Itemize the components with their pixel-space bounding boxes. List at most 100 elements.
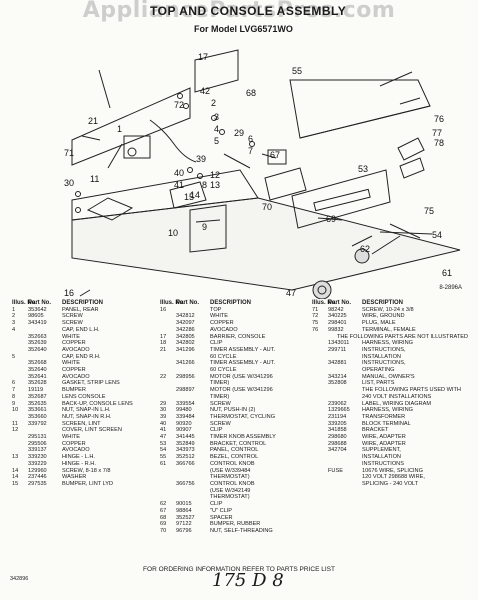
illus-number xyxy=(312,427,328,434)
illus-number xyxy=(12,447,28,454)
illus-number: 18 xyxy=(160,340,167,347)
part-description: CAP, END R.H. xyxy=(62,353,101,360)
callout-72: 72 xyxy=(174,100,184,110)
illus-number xyxy=(312,334,320,341)
illus-number: 68 xyxy=(160,514,167,521)
diagram-code: 8-2896A xyxy=(439,285,462,291)
part-description: BUMPER xyxy=(62,387,86,394)
illus-number xyxy=(160,394,176,401)
part-description: GASKET, STRIP LENS xyxy=(62,380,120,387)
part-number: 19119 xyxy=(28,387,44,394)
part-number: 339792 xyxy=(28,420,47,427)
part-number: 352640 xyxy=(28,346,47,353)
callout-67: 67 xyxy=(270,150,280,160)
illus-number xyxy=(312,401,328,408)
part-description: (USE W/339484 xyxy=(210,467,251,474)
part-number: 352849 xyxy=(176,440,195,447)
part-number: 342802 xyxy=(176,340,195,347)
part-description: TIMER ASSEMBLY - AUT. xyxy=(210,346,276,353)
illus-number xyxy=(312,407,328,414)
callout-30: 30 xyxy=(64,178,74,188)
part-description: COPPER xyxy=(62,340,86,347)
part-description: HINGE - L.H. xyxy=(62,454,95,461)
part-number xyxy=(328,454,362,461)
part-number: 342881 xyxy=(328,360,347,367)
part-number xyxy=(176,468,210,475)
control-bezel xyxy=(289,79,431,139)
illus-number: 76 xyxy=(312,326,319,333)
part-number: 298680 xyxy=(328,434,347,441)
illus-number xyxy=(160,488,176,495)
model-number: For Model LVG6571WO xyxy=(194,24,293,34)
part-number: 299711 xyxy=(328,346,347,353)
illus-number: 2 xyxy=(12,313,16,320)
callout-75: 75 xyxy=(424,206,434,216)
timer-knob xyxy=(312,280,332,299)
part-description: THE FOLLOWING PARTS ARE NOT ILLUSTRATED xyxy=(336,333,468,340)
part-description: LENS CONSOLE xyxy=(62,393,106,400)
callout-29: 29 xyxy=(234,128,244,138)
part-description: PLUG, MALE xyxy=(362,320,396,327)
parts-row: 240 VOLT INSTALLATIONS xyxy=(312,394,468,401)
callout-40: 40 xyxy=(174,168,184,178)
illus-number xyxy=(312,447,328,454)
illus-number xyxy=(12,414,28,421)
illus-number xyxy=(160,468,176,475)
part-number: 99832 xyxy=(328,326,344,333)
callout-71: 71 xyxy=(64,148,74,158)
callout-70: 70 xyxy=(262,202,272,212)
part-number: 343419 xyxy=(28,320,47,327)
part-number: 237446 xyxy=(28,474,47,481)
page-number: 2 xyxy=(236,576,240,582)
illus-number: 54 xyxy=(160,447,167,454)
part-number: 342286 xyxy=(176,326,195,333)
part-description: WHITE xyxy=(210,313,229,320)
part-number xyxy=(176,354,210,361)
part-number: 353660 xyxy=(28,413,47,420)
parts-row: THERMOSTAT) xyxy=(160,494,300,501)
illus-number xyxy=(312,414,328,421)
illus-number xyxy=(12,434,28,441)
part-number: 339484 xyxy=(176,413,195,420)
illus-number: 3 xyxy=(12,320,16,327)
part-description: COPPER xyxy=(210,320,234,327)
illus-number: 75 xyxy=(312,320,319,327)
part-description: WIRE, ADAPTER xyxy=(362,434,406,441)
callout-41: 41 xyxy=(174,180,184,190)
part-number: 341445 xyxy=(176,434,195,441)
callout-53: 53 xyxy=(358,164,368,174)
console-barrier xyxy=(194,49,239,93)
part-number: 1329665 xyxy=(328,407,350,414)
callout-7: 7 xyxy=(248,146,253,156)
column-header-1: Illus. No. Part No. DESCRIPTION xyxy=(12,300,150,307)
callout-69: 69 xyxy=(326,214,336,224)
part-number: 99480 xyxy=(176,407,192,414)
illus-number: 55 xyxy=(160,454,167,461)
part-number: 342805 xyxy=(176,333,195,340)
description-header: DESCRIPTION xyxy=(210,300,252,306)
illus-number: 71 xyxy=(312,306,319,313)
part-description: LABEL, WIRING DIAGRAM xyxy=(362,400,432,407)
part-description: INSTRUCTIONS, xyxy=(362,360,406,367)
illus-number: 29 xyxy=(160,400,167,407)
part-description: TIMER ASSEMBLY - AUT. xyxy=(210,360,276,367)
part-header: Part No. xyxy=(328,300,352,306)
illus-number: 14 xyxy=(12,467,19,474)
